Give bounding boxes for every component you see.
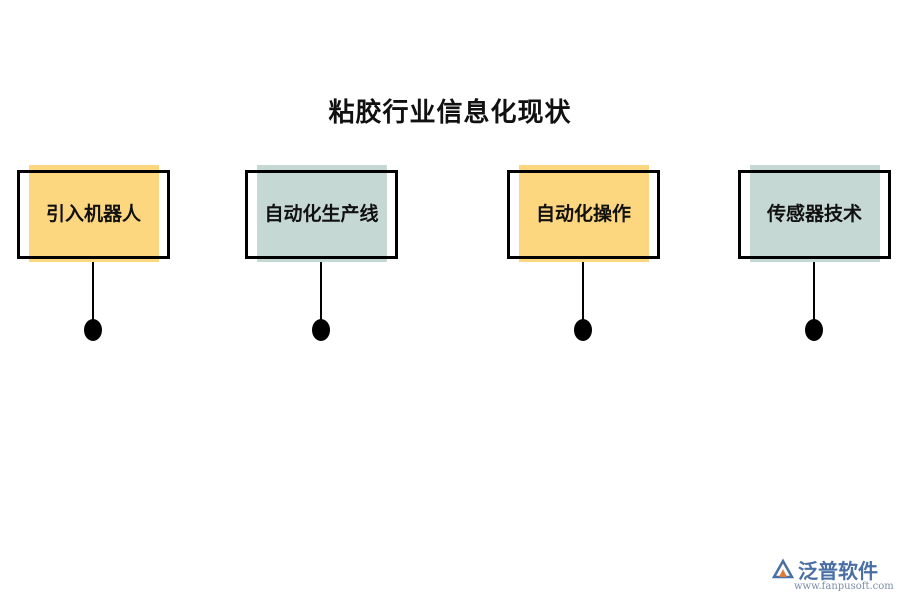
node-3: 自动化操作 [507, 165, 687, 345]
node-4-connector-dot [805, 319, 823, 341]
node-3-frame [507, 170, 660, 259]
node-3-label: 自动化操作 [535, 203, 631, 225]
node-4-label: 传感器技术 [766, 203, 862, 225]
node-2-frame [245, 170, 398, 259]
node-2: 自动化生产线 [245, 165, 425, 345]
node-1-connector-dot [84, 319, 102, 341]
brand-logo: 泛普软件 www.fanpusoft.com [770, 555, 895, 595]
node-1-label: 引入机器人 [45, 203, 141, 225]
node-2-fill [257, 165, 387, 262]
node-1-fill [29, 165, 159, 262]
node-2-connector-line [320, 262, 322, 324]
node-2-connector-dot [312, 319, 330, 341]
node-2-label: 自动化生产线 [264, 203, 379, 225]
node-4-frame [738, 170, 891, 259]
node-4-fill [750, 165, 880, 262]
node-4-connector-line [813, 262, 815, 324]
node-3-connector-dot [574, 319, 592, 341]
brand-logo-icon [771, 558, 795, 579]
node-3-fill [519, 165, 649, 262]
node-1: 引入机器人 [17, 165, 197, 345]
node-3-connector-line [582, 262, 584, 324]
node-4: 传感器技术 [738, 165, 900, 345]
diagram-title: 粘胶行业信息化现状 [328, 98, 572, 128]
node-1-frame [17, 170, 170, 259]
brand-logo-name: 泛普软件 [798, 559, 878, 583]
node-1-connector-line [92, 262, 94, 324]
brand-logo-url: www.fanpusoft.com [794, 581, 894, 592]
